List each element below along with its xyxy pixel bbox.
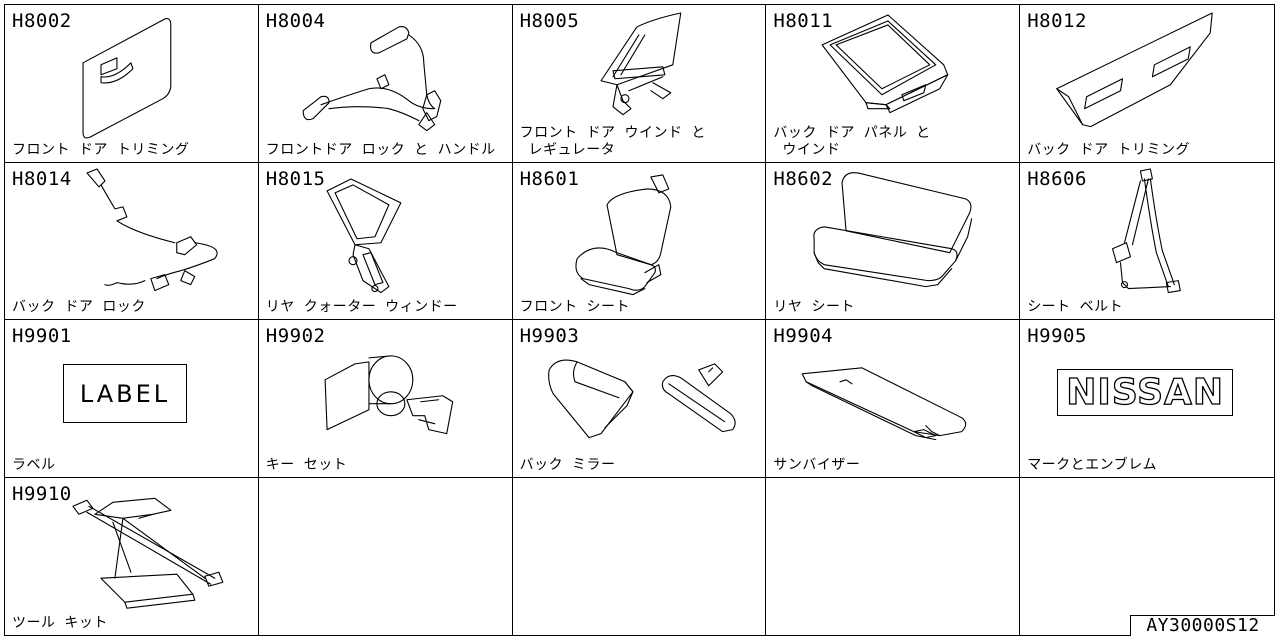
part-name: フロント ドア トリミング	[12, 141, 190, 158]
part-cell-h9901[interactable]: H9901 LABEL ラベル	[5, 320, 259, 478]
empty-cell	[766, 477, 1021, 635]
part-code: H9903	[519, 325, 580, 347]
part-name: リヤ クォーター ウィンドー	[265, 299, 458, 315]
part-code: H8014	[12, 167, 72, 190]
document-id: AY30000S12	[1130, 615, 1275, 636]
emblem-text: NISSAN	[1066, 371, 1225, 413]
label-icon: LABEL	[63, 364, 187, 423]
part-code: H8002	[12, 10, 72, 32]
back-door-panel-icon	[821, 14, 949, 114]
part-cell-h8011[interactable]: H8011 バック ドア パネル と ウインド	[766, 5, 1021, 163]
part-code: H9904	[773, 325, 834, 347]
part-name: フロント ドア ウインド と レギュレータ	[519, 124, 706, 158]
part-code: H9901	[12, 325, 72, 347]
part-cell-h8606[interactable]: H8606 シート ベルト	[1020, 163, 1274, 320]
door-trim-icon	[82, 18, 172, 139]
part-code: H9902	[265, 325, 326, 347]
rear-quarter-window-icon	[326, 177, 402, 293]
rear-seat-icon	[813, 171, 973, 287]
part-name: キー セット	[265, 456, 348, 473]
part-name: リヤ シート	[773, 299, 855, 315]
part-code: H8005	[519, 10, 580, 32]
part-code: H8602	[773, 167, 834, 190]
door-window-regulator-icon	[600, 12, 681, 116]
jack-tool-icon	[72, 497, 224, 609]
key-set-icon	[324, 355, 454, 435]
back-door-trim-icon	[1056, 12, 1213, 128]
empty-cell	[259, 477, 513, 635]
part-name: バック ドア パネル と ウインド	[773, 124, 931, 158]
sun-visor-icon	[802, 367, 967, 441]
part-name: ツール キット	[12, 615, 108, 631]
part-code: H8015	[265, 167, 326, 190]
part-code: H8011	[773, 10, 834, 32]
part-code: H8012	[1027, 10, 1087, 32]
part-name: フロント シート	[519, 299, 631, 315]
part-cell-h8012[interactable]: H8012 バック ドア トリミング	[1020, 5, 1274, 163]
part-name: バック ドア トリミング	[1027, 141, 1191, 158]
part-cell-h9903[interactable]: H9903 バック ミラー	[512, 320, 767, 478]
seat-belt-icon	[1112, 167, 1182, 293]
part-name: バック ミラー	[519, 456, 616, 473]
part-name: フロントドア ロック と ハンドル	[265, 141, 496, 158]
part-cell-h8005[interactable]: H8005 フロント ドア ウインド と レギュレータ	[512, 5, 767, 163]
part-code: H8606	[1027, 167, 1087, 190]
part-cell-h9910[interactable]: H9910 ツール キット	[5, 477, 259, 635]
part-cell-h8602[interactable]: H8602 リヤ シート	[766, 162, 1021, 320]
part-name: シート ベルト	[1027, 299, 1124, 315]
part-name: マークとエンブレム	[1027, 456, 1157, 473]
empty-cell	[513, 477, 767, 635]
part-code: H8004	[265, 10, 326, 32]
part-cell-h8002[interactable]: H8002 フロント ドア トリミング	[5, 5, 259, 163]
part-cell-h8014[interactable]: H8014 バック ドア ロック	[5, 162, 259, 320]
part-cell-h9904[interactable]: H9904 サンバイザー	[766, 320, 1021, 478]
front-seat-icon	[575, 173, 671, 295]
part-cell-h9905[interactable]: H9905 NISSAN マークとエンブレム	[1020, 320, 1274, 478]
part-code: H8601	[519, 167, 580, 190]
back-door-lock-icon	[86, 167, 218, 291]
part-cell-h8004[interactable]: H8004 フロントドア ロック と ハンドル	[258, 5, 513, 163]
parts-catalog-grid: H8002 フロント ドア トリミング H8004 フロントドア ロック と ハ…	[4, 4, 1275, 636]
part-cell-h8015[interactable]: H8015 リヤ クォーター ウィンドー	[258, 162, 513, 320]
part-code: H9905	[1027, 325, 1087, 347]
door-lock-handle-icon	[302, 26, 442, 132]
part-cell-h8601[interactable]: H8601 フロント シート	[512, 162, 767, 320]
part-name: ラベル	[12, 456, 56, 473]
emblem-icon: NISSAN	[1057, 369, 1234, 416]
part-name: サンバイザー	[773, 456, 861, 473]
part-code: H9910	[12, 482, 72, 505]
mirror-icon	[547, 359, 736, 439]
part-name: バック ドア ロック	[12, 299, 146, 315]
empty-cell	[1020, 478, 1274, 636]
part-cell-h9902[interactable]: H9902 キー セット	[258, 320, 513, 478]
